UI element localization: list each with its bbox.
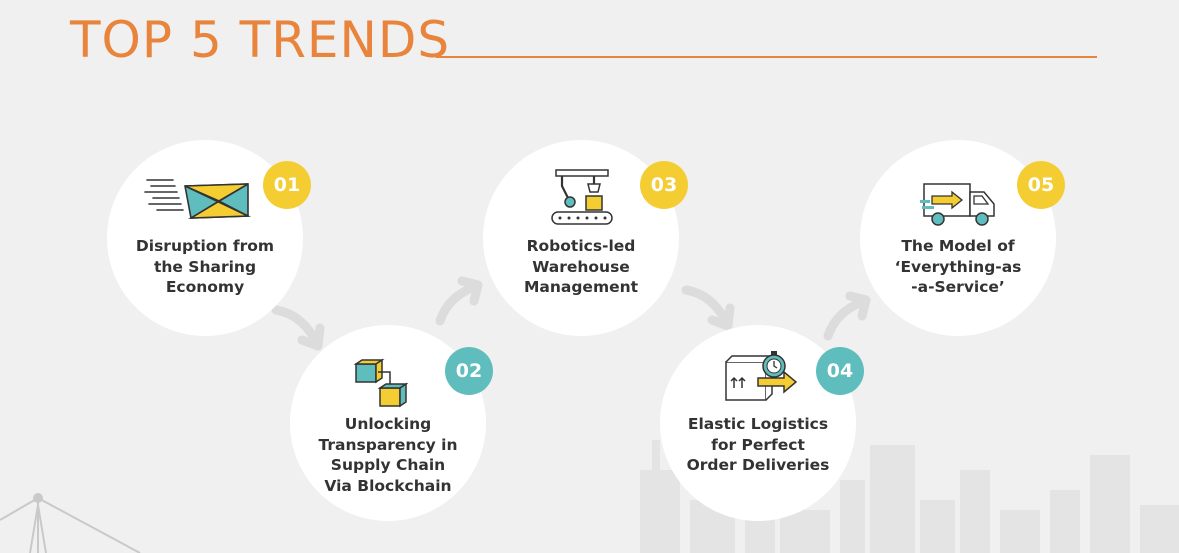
trend-03-badge: 03: [640, 161, 688, 209]
arrow-03-to-04: [681, 285, 735, 331]
arrow-04-to-05: [823, 291, 871, 341]
title-underline: [436, 56, 1097, 58]
trend-05-label: The Model of ‘Everything-as -a-Service’: [894, 237, 1022, 296]
trend-01-label: Disruption from the Sharing Economy: [135, 237, 275, 296]
blockchain-cubes-icon: [353, 358, 408, 408]
trend-04-label: Elastic Logistics for Perfect Order Deli…: [686, 415, 830, 474]
trend-04-badge: 04: [816, 347, 864, 395]
trend-02-label: Unlocking Transparency in Supply Chain V…: [318, 415, 458, 495]
shipping-box-speed-icon: [144, 179, 252, 219]
trend-03-label: Robotics-led Warehouse Management: [523, 237, 639, 296]
trend-01-badge: 01: [263, 161, 311, 209]
page-title: TOP 5 TRENDS: [70, 11, 451, 69]
robotic-arm-conveyor-icon: [551, 169, 613, 225]
delivery-truck-icon: [920, 183, 995, 226]
trend-02-badge: 02: [445, 347, 493, 395]
trend-05-badge: 05: [1017, 161, 1065, 209]
arrow-02-to-03: [435, 276, 483, 326]
arrow-01-to-02: [271, 305, 325, 351]
timed-delivery-box-icon: [725, 351, 798, 401]
